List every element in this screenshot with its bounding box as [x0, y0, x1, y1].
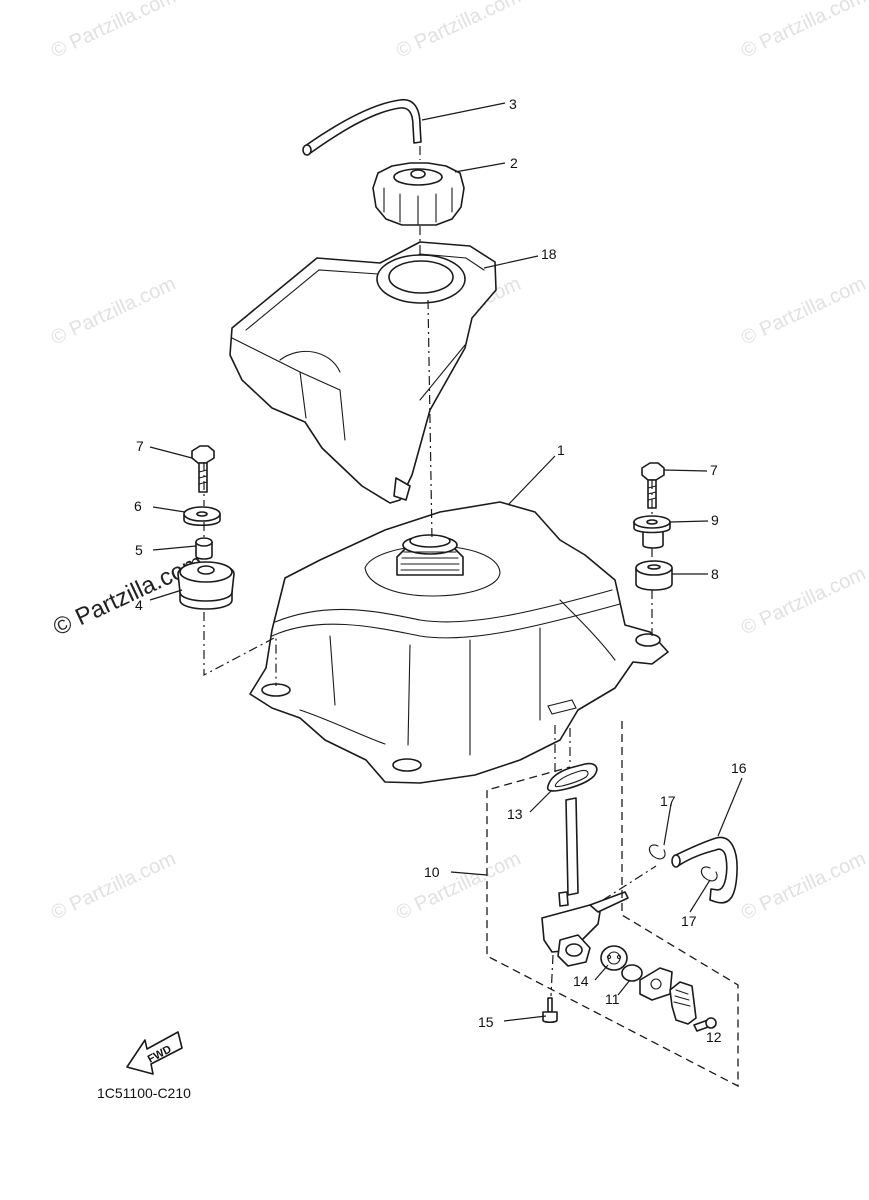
collar	[195, 537, 213, 560]
bolt-right	[641, 462, 665, 509]
breather-hose	[302, 98, 422, 156]
callout-7-right: 7	[710, 462, 718, 478]
watermark-text: © Partzilla.com	[738, 563, 869, 640]
fuel-tank	[249, 501, 669, 784]
gasket	[546, 762, 598, 792]
drain-bolt	[542, 997, 558, 1024]
washer	[183, 506, 221, 527]
callout-16: 16	[731, 760, 747, 776]
bolt-left	[191, 445, 215, 493]
callout-1: 1	[557, 442, 565, 458]
hose-clip-lower	[700, 866, 718, 882]
tank-cover	[229, 241, 497, 504]
callout-6: 6	[134, 498, 142, 514]
watermark-text: © Partzilla.com	[48, 273, 179, 350]
hose-clip-upper	[648, 844, 666, 860]
callout-11: 11	[605, 991, 620, 1007]
callout-labels: 1 2 3 4 5 6 7 7 8 9 10 11 12 13 14 15 16…	[134, 96, 747, 1045]
watermark-text: © Partzilla.com	[393, 0, 524, 63]
fuel-hose	[671, 836, 738, 904]
fuel-cock-group-boundary	[486, 721, 739, 1088]
callout-13: 13	[507, 806, 523, 822]
cock-lever-plate	[639, 967, 673, 1001]
fuel-cock	[541, 797, 629, 967]
callout-10: 10	[424, 864, 440, 880]
callout-15: 15	[478, 1014, 494, 1030]
watermark-text: © Partzilla.com	[738, 0, 869, 63]
callout-4: 4	[135, 597, 143, 613]
watermark-text: © Partzilla.com	[738, 848, 869, 925]
damper-right	[635, 560, 673, 591]
collar-right	[633, 515, 671, 549]
watermark-text: © Partzilla.com	[738, 273, 869, 350]
callout-3: 3	[509, 96, 517, 112]
fuel-cap	[372, 162, 465, 226]
assembly-center-lines	[203, 146, 657, 997]
grommet	[177, 561, 235, 610]
callout-17-lower: 17	[681, 913, 697, 929]
watermark-text: © Partzilla.com	[48, 0, 179, 63]
watermark-text: © Partzilla.com	[393, 848, 524, 925]
packing	[600, 945, 628, 971]
callout-8: 8	[711, 566, 719, 582]
leader-lines	[149, 102, 743, 1029]
callout-7-left: 7	[136, 438, 144, 454]
callout-9: 9	[711, 512, 719, 528]
callout-14: 14	[573, 973, 589, 989]
drawing-code: 1C51100-C210	[97, 1085, 191, 1101]
callout-2: 2	[510, 155, 518, 171]
callout-12: 12	[706, 1029, 722, 1045]
o-ring	[621, 964, 643, 982]
screw	[693, 1017, 717, 1032]
fwd-arrow-icon: FWD	[126, 1031, 183, 1075]
cock-lever	[669, 981, 697, 1025]
watermark-layer: © Partzilla.com © Partzilla.com © Partzi…	[48, 0, 869, 925]
callout-5: 5	[135, 542, 143, 558]
callout-17-upper: 17	[660, 793, 676, 809]
watermark-text: © Partzilla.com	[48, 848, 179, 925]
callout-18: 18	[541, 246, 557, 262]
